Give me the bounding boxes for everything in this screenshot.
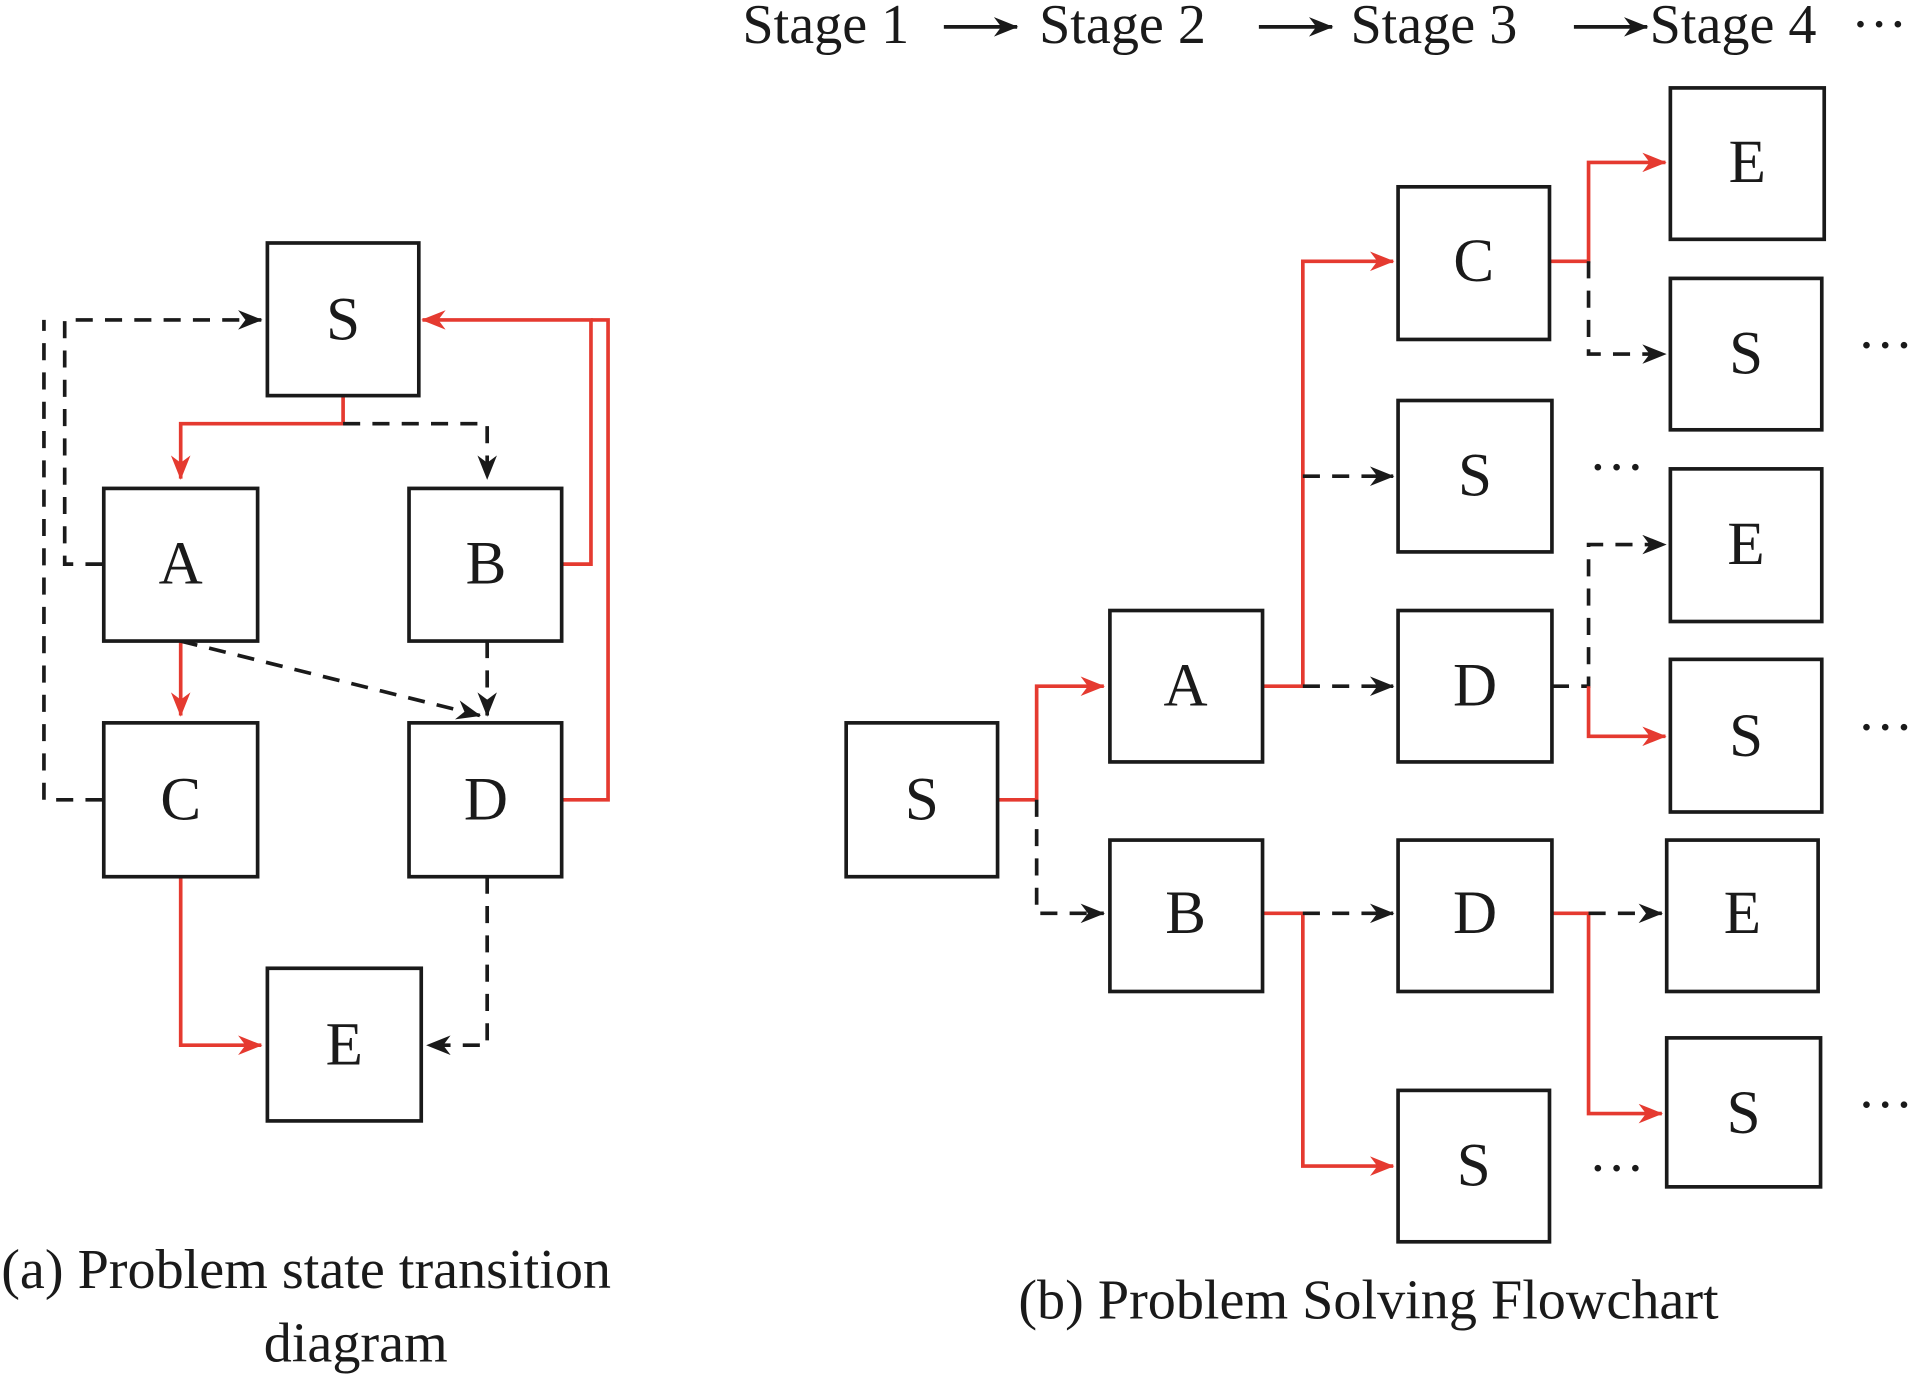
node-b: B (407, 486, 564, 643)
node-s-from-a: S (1396, 398, 1554, 554)
svg-text:E: E (1729, 129, 1766, 196)
edge-c-s (42, 319, 103, 802)
node-c: C (1396, 184, 1552, 342)
svg-text:B: B (466, 531, 507, 598)
edge-d-s (1586, 686, 1667, 747)
node-root-s: S (844, 721, 1000, 879)
svg-text:D: D (1453, 880, 1497, 947)
edge-d-s (561, 318, 610, 802)
svg-text:S: S (1729, 703, 1763, 770)
node-s2: S (1668, 657, 1824, 814)
node-e3: E (1664, 838, 1820, 994)
edge-c-e (178, 876, 263, 1055)
edge-b-s (421, 310, 593, 566)
svg-text:S: S (905, 766, 939, 833)
node-d-from-a: D (1396, 608, 1554, 764)
svg-text:C: C (160, 766, 201, 833)
caption-a-line2: diagram (264, 1312, 448, 1374)
node-e: E (265, 966, 424, 1123)
svg-text:S: S (326, 286, 360, 353)
svg-text:C: C (1453, 228, 1494, 295)
node-e1: E (1668, 86, 1827, 242)
node-s: S (265, 241, 421, 398)
caption-b: (b) Problem Solving Flowchart (1018, 1270, 1719, 1332)
svg-text:E: E (1724, 880, 1761, 947)
state-transition-diagram: S A B C D E (a) Problem state transition… (1, 241, 611, 1374)
node-c: C (101, 721, 260, 879)
node-a: A (101, 486, 260, 643)
ellipsis: ··· (1857, 697, 1913, 759)
svg-text:D: D (1453, 653, 1497, 720)
svg-text:S: S (1457, 1133, 1491, 1200)
edge-b-s (1262, 911, 1395, 1176)
node-e2: E (1668, 467, 1824, 624)
edge-s-a (170, 382, 345, 480)
node-d: D (407, 721, 564, 879)
caption-a-line1: (a) Problem state transition (1, 1239, 611, 1301)
edge-root-b (1034, 799, 1106, 924)
edge-root-a (997, 676, 1106, 802)
node-s-from-b: S (1396, 1088, 1552, 1244)
svg-text:D: D (464, 766, 508, 833)
node-s3: S (1664, 1036, 1823, 1189)
stage-3-label: Stage 3 (1350, 0, 1517, 56)
svg-text:A: A (1164, 653, 1208, 720)
stage-ellipsis: ··· (1851, 0, 1907, 56)
svg-text:S: S (1729, 321, 1763, 388)
svg-text:S: S (1727, 1080, 1761, 1147)
ellipsis: ··· (1857, 1074, 1913, 1136)
ellipsis: ··· (1589, 437, 1645, 499)
edge-c-e (1549, 152, 1667, 264)
node-b: B (1108, 838, 1265, 994)
stage-header: Stage 1 Stage 2 Stage 3 Stage 4 ··· (742, 0, 1907, 56)
node-a: A (1108, 608, 1265, 764)
solving-flowchart: S A B C S D D S E S E S E S ··· ··· ··· … (844, 86, 1913, 1332)
svg-text:E: E (1727, 511, 1764, 578)
node-s1: S (1668, 276, 1824, 432)
edge-db-s (1551, 911, 1664, 1124)
ellipsis: ··· (1857, 315, 1913, 377)
edge-a-s (62, 310, 263, 566)
edge-s-b (343, 421, 497, 480)
node-d-from-b: D (1396, 838, 1554, 994)
svg-text:B: B (1165, 880, 1206, 947)
stage-1-label: Stage 1 (742, 0, 909, 56)
edge-a-c (1262, 251, 1395, 689)
edge-c-s (1586, 261, 1667, 364)
svg-text:S: S (1458, 443, 1492, 510)
edge-d-e (426, 876, 490, 1055)
svg-text:A: A (159, 531, 203, 598)
ellipsis: ··· (1589, 1138, 1645, 1200)
edge-a-d (180, 639, 482, 720)
stage-4-label: Stage 4 (1650, 0, 1817, 56)
edge-d-e (1551, 534, 1667, 689)
svg-text:E: E (326, 1012, 363, 1079)
stage-2-label: Stage 2 (1039, 0, 1206, 56)
